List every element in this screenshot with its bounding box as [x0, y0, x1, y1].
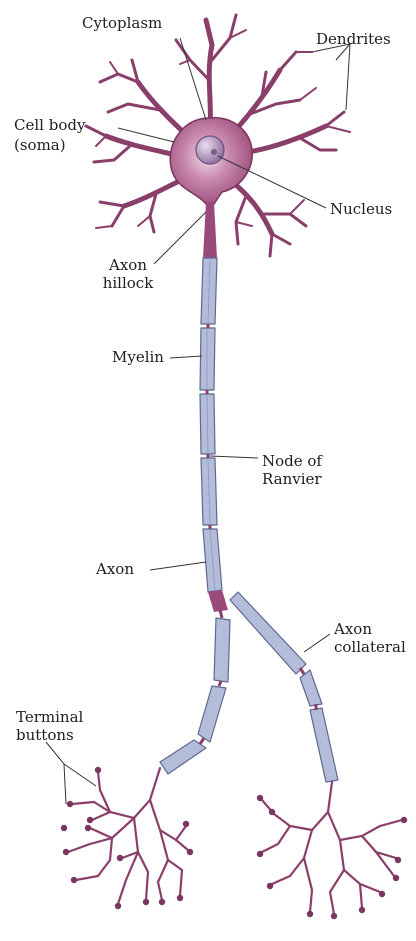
label-node-of-ranvier: Node of Ranvier: [262, 452, 322, 488]
axon-collateral: [230, 592, 338, 782]
label-terminal-line2: buttons: [16, 726, 83, 744]
label-collateral-line2: collateral: [334, 638, 406, 656]
label-axon-collateral: Axon collateral: [334, 620, 406, 656]
label-node-line1: Node of: [262, 452, 322, 470]
axon-hillock: [203, 202, 217, 258]
label-axon-hillock-line1: Axon: [96, 256, 160, 274]
label-terminal-line1: Terminal: [16, 708, 83, 726]
label-collateral-line1: Axon: [334, 620, 406, 638]
axon-leader: [150, 562, 206, 570]
myelin-leader: [170, 356, 202, 358]
label-nucleus: Nucleus: [330, 200, 392, 218]
axon-hillock-leader: [154, 212, 206, 264]
terminal-arbor-left: [68, 768, 188, 904]
label-axon: Axon: [96, 560, 134, 578]
collateral-leader: [304, 634, 330, 652]
nucleus: [196, 136, 224, 164]
cytoplasm-leader: [180, 38, 206, 120]
label-cytoplasm: Cytoplasm: [82, 14, 162, 32]
label-cell-body: Cell body: [14, 116, 85, 134]
terminal-leader-1: [46, 742, 66, 804]
dendrites-leader-2: [346, 44, 350, 110]
label-soma: (soma): [14, 136, 66, 154]
label-myelin: Myelin: [112, 348, 164, 366]
terminal-leader-2: [64, 764, 96, 786]
label-axon-hillock-line2: hillock: [96, 274, 160, 292]
node-leader: [210, 456, 258, 458]
label-node-line2: Ranvier: [262, 470, 322, 488]
label-axon-hillock: Axon hillock: [96, 256, 160, 292]
cell-body-leader: [118, 128, 174, 142]
label-dendrites: Dendrites: [316, 30, 391, 48]
label-terminal-buttons: Terminal buttons: [16, 708, 83, 744]
